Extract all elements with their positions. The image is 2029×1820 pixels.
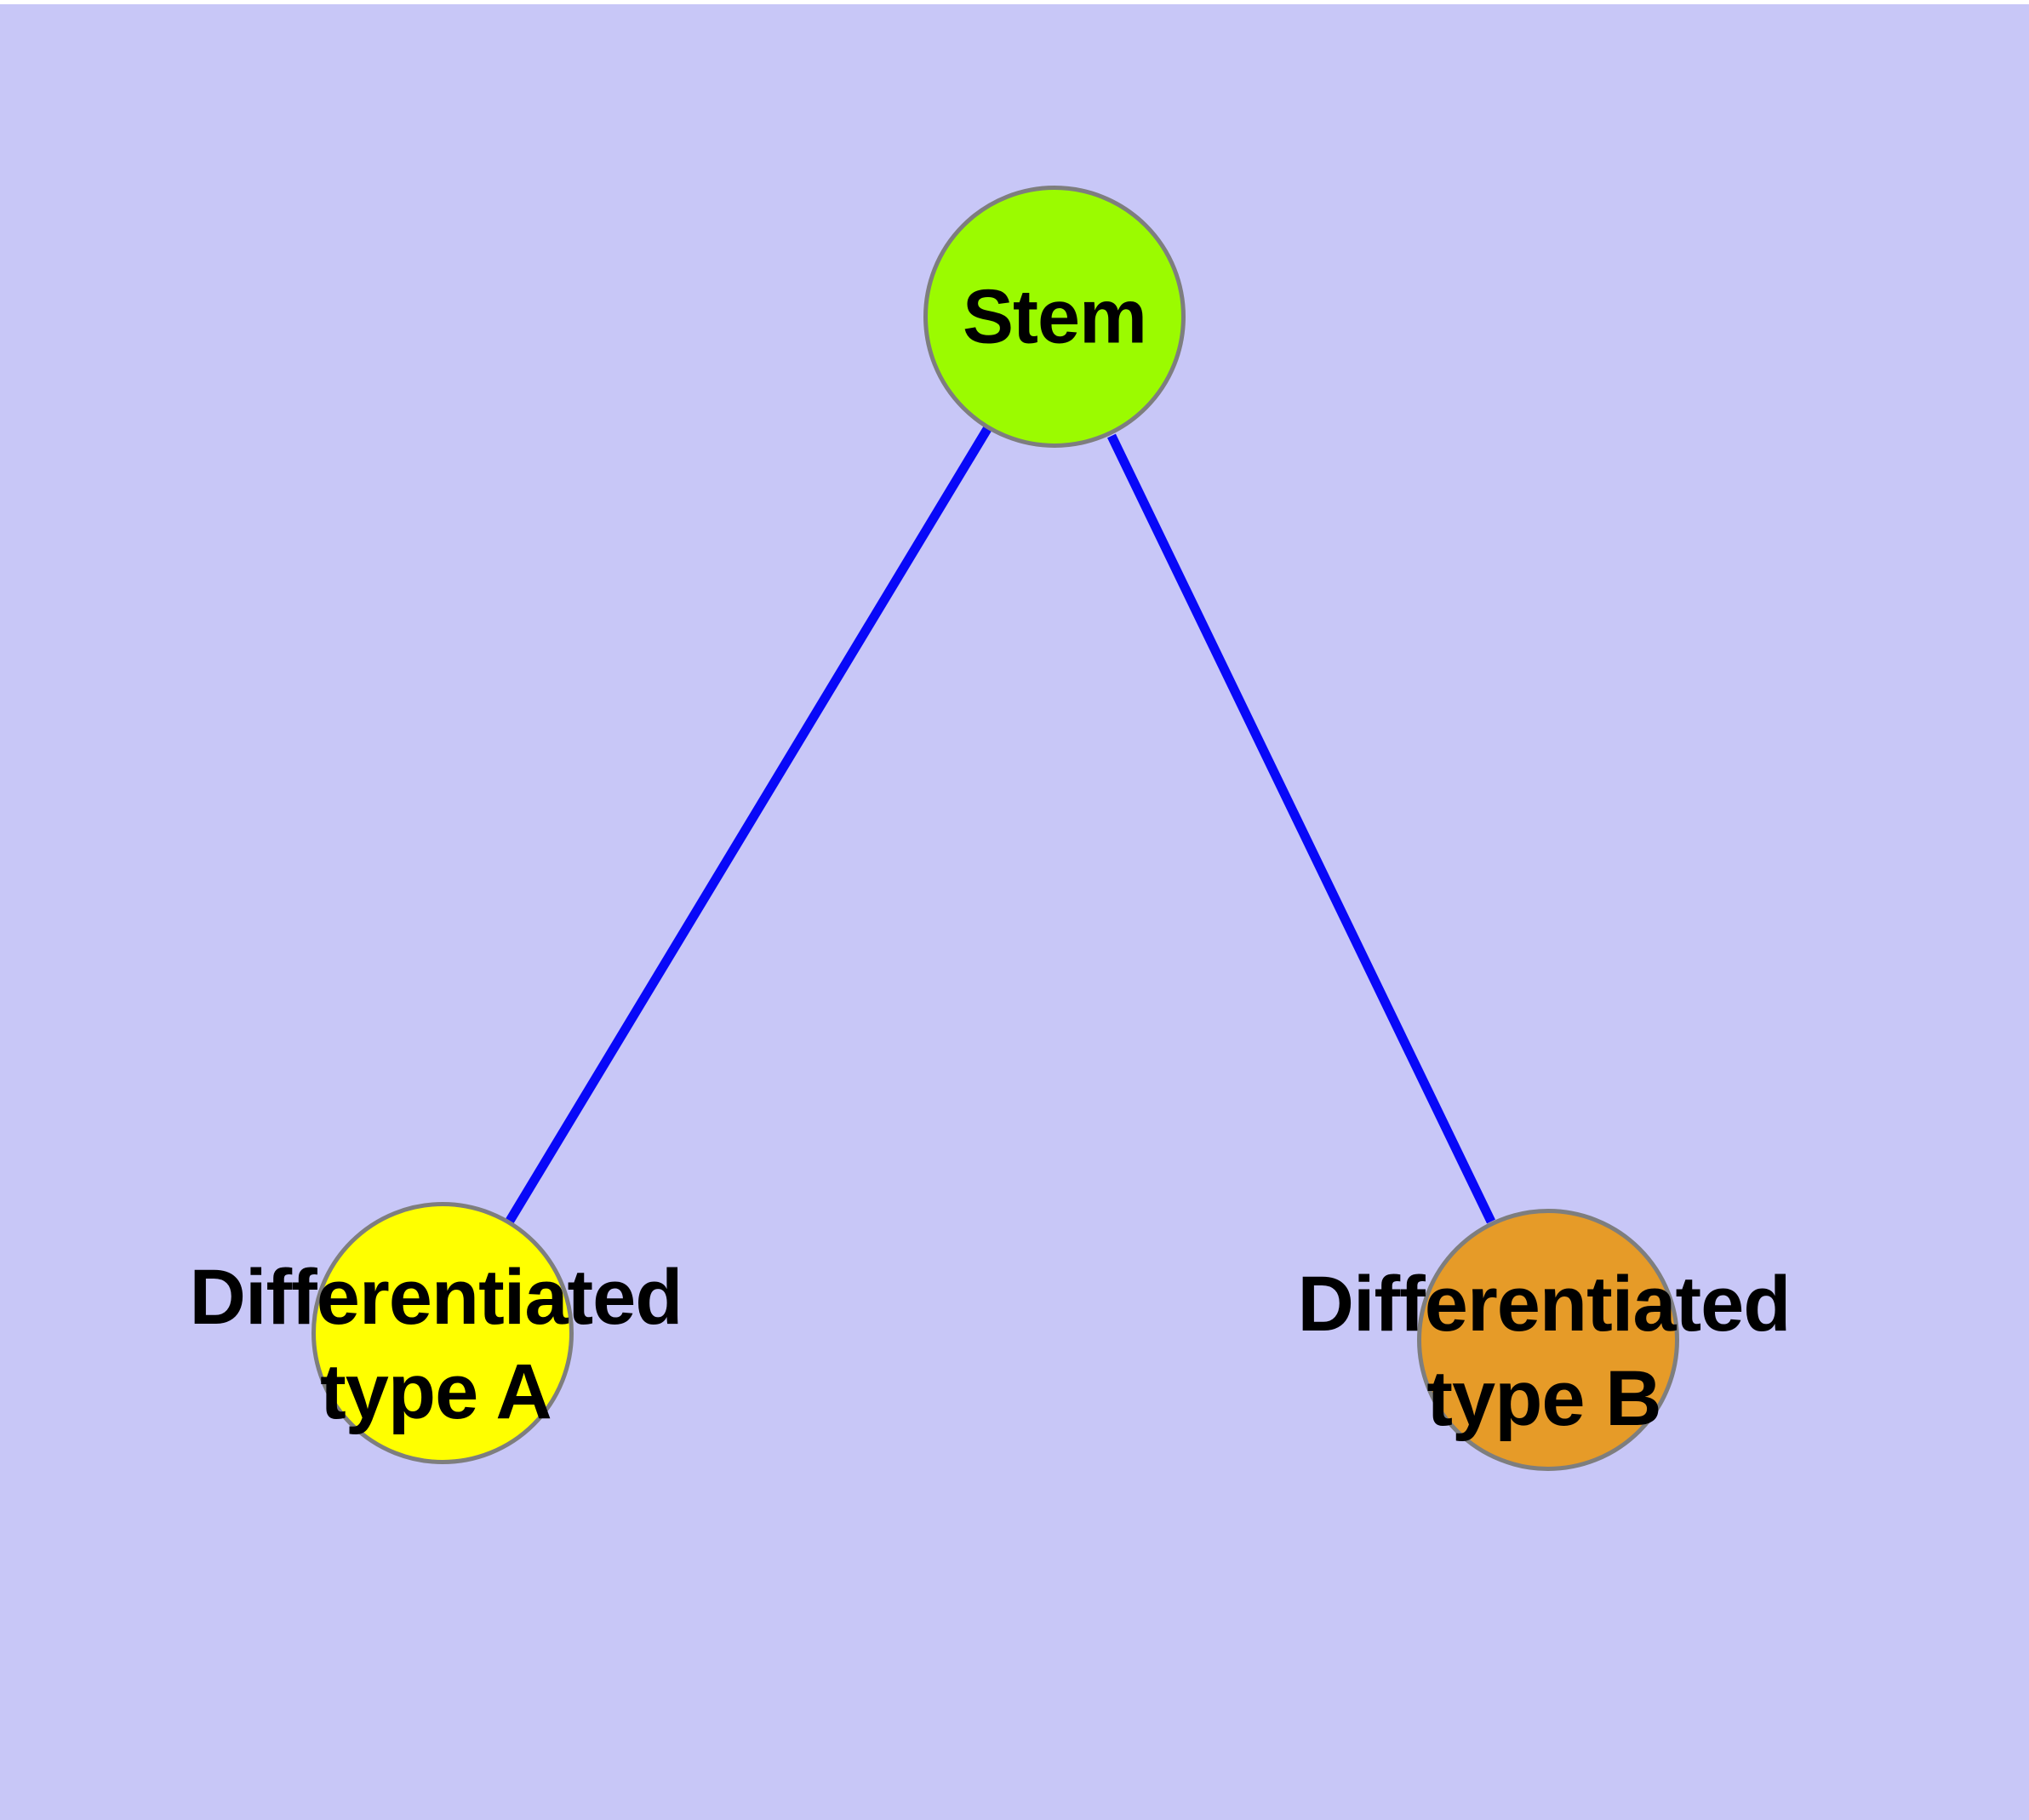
node-type-a-label-line1: Differentiated [189,1254,683,1341]
edge-stem-to-type-b [1107,433,1495,1224]
node-type-b-label-line1: Differentiated [1297,1261,1792,1348]
node-stem [923,186,1186,448]
diagram-canvas: Stem Differentiated type A Differentiate… [0,4,2029,1820]
node-type-b-label-line2: type B [1426,1355,1661,1442]
node-type-b-label: Differentiated type B [1297,1257,1792,1446]
node-stem-label: Stem [962,274,1147,360]
node-type-a-label: Differentiated type A [190,1251,683,1439]
node-type-a-label-line2: type A [320,1348,552,1435]
top-edge-strip [0,0,2029,4]
node-differentiated-type-a [311,1202,574,1464]
node-differentiated-type-b [1417,1209,1679,1471]
edge-stem-to-type-a [506,426,992,1223]
